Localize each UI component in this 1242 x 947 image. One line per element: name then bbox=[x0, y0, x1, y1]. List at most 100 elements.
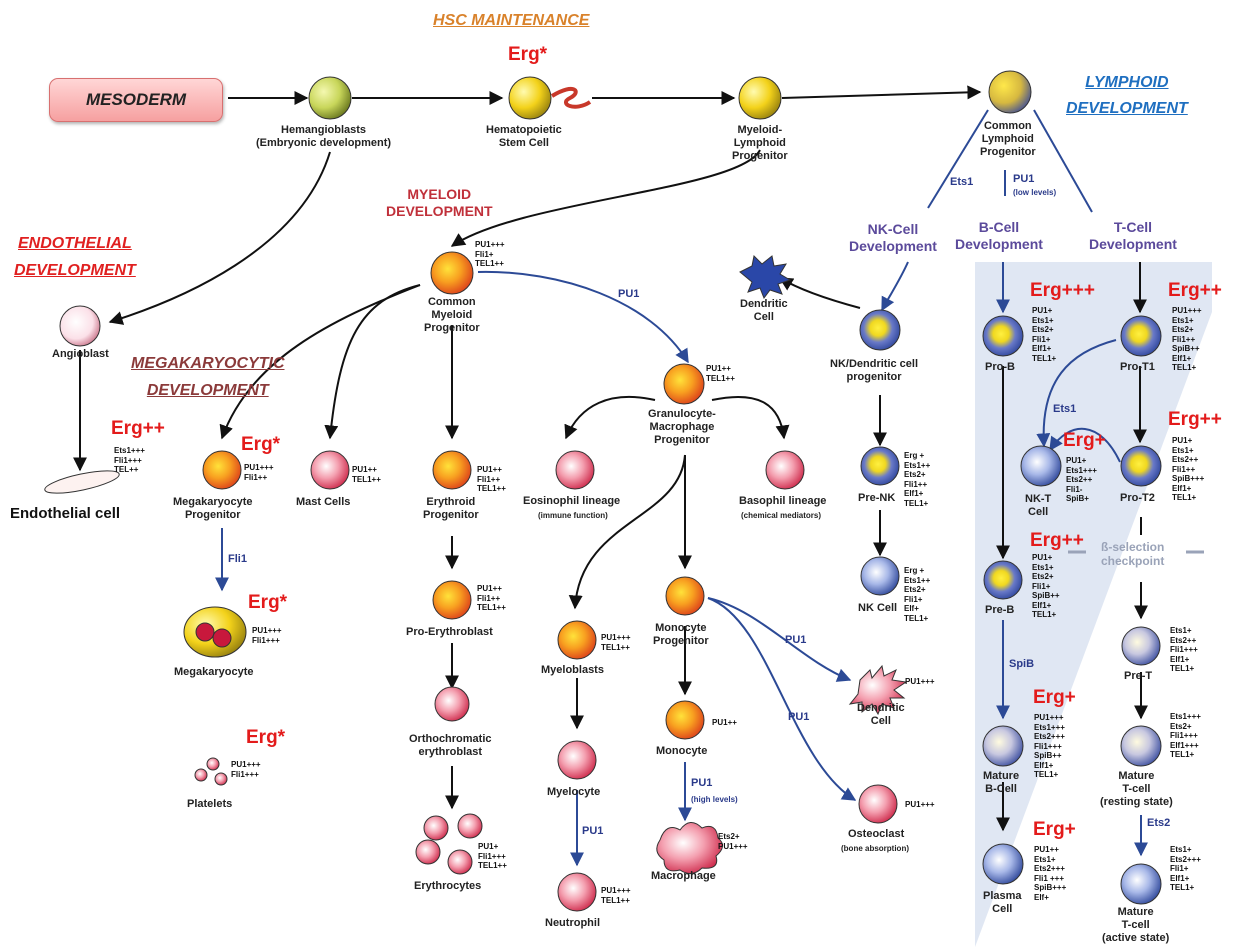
erythrocyte-4 bbox=[447, 849, 473, 875]
prot2-label: Pro-T2 bbox=[1120, 492, 1155, 504]
prob-label: Pro-B bbox=[985, 361, 1015, 373]
neutrophil-label: Neutrophil bbox=[545, 917, 600, 929]
markers-monocyte: PU1++ bbox=[712, 718, 737, 727]
megakaryocyte-nucleus-1 bbox=[195, 622, 215, 642]
hsc-maintenance-header: HSC MAINTENANCE bbox=[433, 12, 590, 29]
markers-gmp: PU1++ TEL1++ bbox=[706, 364, 735, 383]
markers-proerythro: PU1++ Fli1++ TEL1++ bbox=[477, 584, 506, 612]
platelet-1 bbox=[206, 757, 220, 771]
basophil-sublabel: (chemical mediators) bbox=[741, 511, 822, 520]
eosinophil-cell bbox=[555, 450, 595, 490]
markers-preb: PU1+ Ets1+ Ets2+ Fli1+ SpiB++ Elf1+ TEL1… bbox=[1032, 553, 1060, 619]
erythrocytes-label: Erythrocytes bbox=[414, 880, 482, 892]
markers-dendritic-mid: PU1+++ bbox=[905, 677, 935, 686]
prot2-cell bbox=[1120, 445, 1162, 487]
erg-mkp: Erg* bbox=[241, 434, 281, 455]
markers-cmp: PU1+++ Fli1+ TEL1++ bbox=[475, 240, 505, 268]
nkdc-label: NK/Dendritic cell progenitor bbox=[830, 358, 919, 383]
factor-pu1-osteoclast: PU1 bbox=[788, 711, 810, 723]
pret-label: Pre-T bbox=[1124, 670, 1153, 682]
mesoderm-box: MESODERM bbox=[49, 78, 223, 122]
osteoclast-sublabel: (bone absorption) bbox=[841, 844, 909, 853]
osteoclast-label: Osteoclast bbox=[848, 828, 905, 840]
monocyte-label: Monocyte bbox=[656, 745, 708, 757]
matureb-cell bbox=[982, 725, 1024, 767]
markers-matt-rest: Ets1+++ Ets2+ Fli1+++ Elf1+++ TEL1+ bbox=[1170, 712, 1201, 759]
nkcell-cell bbox=[860, 556, 900, 596]
endothelial-label: Endothelial cell bbox=[10, 505, 121, 522]
matt-active-cell bbox=[1120, 863, 1162, 905]
markers-prot2: PU1+ Ets1+ Ets2++ Fli1++ SpiB+++ Elf1+ T… bbox=[1172, 436, 1205, 502]
matureb-label: Mature B-Cell bbox=[983, 770, 1020, 795]
mkp-label: Megakaryocyte Progenitor bbox=[173, 496, 253, 521]
monoprog-label: Monocyte Progenitor bbox=[653, 622, 709, 647]
markers-nkcell: Erg + Ets1++ Ets2+ Fli1+ Elf+ TEL1+ bbox=[904, 566, 931, 623]
factor-ets1-top: Ets1 bbox=[950, 176, 974, 188]
dendritic-top-cell bbox=[739, 254, 792, 300]
prenk-cell bbox=[860, 446, 900, 486]
markers-megakaryocyte: PU1+++ Fli1+++ bbox=[252, 626, 282, 645]
macrophage-label: Macrophage bbox=[651, 870, 716, 882]
basophil-label: Basophil lineage bbox=[739, 495, 827, 507]
markers-neutrophil: PU1+++ TEL1++ bbox=[601, 886, 631, 905]
markers-erythroid: PU1++ Fli1++ TEL1++ bbox=[477, 465, 506, 493]
mast-label: Mast Cells bbox=[296, 496, 351, 508]
hemangioblast-cell bbox=[308, 76, 352, 120]
markers-platelets: PU1+++ Fli1+++ bbox=[231, 760, 261, 779]
erg-nkt: Erg+ bbox=[1063, 430, 1106, 451]
erythrocyte-2 bbox=[457, 813, 483, 839]
erg-hsc: Erg* bbox=[508, 44, 548, 65]
bcell-development-header: B-Cell Development bbox=[955, 219, 1043, 252]
myelocyte-cell bbox=[557, 740, 597, 780]
factor-pu1-dendritic: PU1 bbox=[785, 634, 807, 646]
erg-prot1: Erg++ bbox=[1168, 280, 1222, 301]
platelet-2 bbox=[194, 768, 208, 782]
erythroid-cell bbox=[432, 450, 472, 490]
erg-plasma: Erg+ bbox=[1033, 819, 1076, 840]
erg-platelets: Erg* bbox=[246, 727, 286, 748]
myeloid-development-header: MYELOID DEVELOPMENT bbox=[386, 186, 493, 219]
angioblast-cell bbox=[59, 305, 101, 347]
dendritic-mid-label: Dendritic Cell bbox=[857, 702, 905, 727]
plasma-label: Plasma Cell bbox=[983, 890, 1022, 915]
factor-pu1-clp-sub: (low levels) bbox=[1013, 188, 1057, 197]
markers-prob: PU1+ Ets1+ Ets2+ Fli1+ Elf1+ TEL1+ bbox=[1032, 306, 1057, 363]
lymphoid-development-header: LYMPHOID DEVELOPMENT bbox=[1066, 74, 1188, 117]
mlp-cell bbox=[738, 76, 782, 120]
preb-cell bbox=[983, 560, 1023, 600]
dendritic-mid-cell bbox=[848, 664, 908, 716]
factor-pu1-neutrophil: PU1 bbox=[582, 825, 604, 837]
markers-prot1: PU1+++ Ets1+ Ets2+ Fli1++ SpiB++ Elf1+ T… bbox=[1172, 306, 1202, 372]
matt-rest-cell bbox=[1120, 725, 1162, 767]
hsc-label: Hematopoietic Stem Cell bbox=[486, 124, 562, 149]
megakaryocyte-nucleus-2 bbox=[212, 628, 232, 648]
markers-matt-active: Ets1+ Ets2+++ Fli1+ Elf1+ TEL1+ bbox=[1170, 845, 1201, 892]
monoprog-cell bbox=[665, 576, 705, 616]
platelets-label: Platelets bbox=[187, 798, 233, 810]
erythroid-label: Erythroid Progenitor bbox=[423, 496, 479, 521]
macrophage-cell bbox=[656, 822, 723, 874]
factor-arrows bbox=[215, 261, 1148, 867]
myeloblast-cell bbox=[557, 620, 597, 660]
cmp-label: Common Myeloid Progenitor bbox=[424, 296, 480, 334]
factor-pu1-macrophage: PU1 bbox=[691, 777, 713, 789]
hemangioblasts-label: Hemangioblasts (Embryonic development) bbox=[256, 124, 392, 149]
prot1-cell bbox=[1120, 315, 1162, 357]
markers-endothelial: Ets1+++ Fli1+++ TEL++ bbox=[114, 446, 145, 474]
proerythro-label: Pro-Erythroblast bbox=[406, 626, 493, 638]
angioblast-label: Angioblast bbox=[52, 348, 109, 360]
lineage-arrows bbox=[73, 85, 1148, 832]
markers-plasma: PU1++ Ets1+ Ets2+++ Fli1 +++ SpiB+++ Elf… bbox=[1034, 845, 1067, 902]
markers-mast: PU1++ TEL1++ bbox=[352, 465, 381, 484]
dendritic-top-label: Dendritic Cell bbox=[740, 298, 788, 323]
prenk-label: Pre-NK bbox=[858, 492, 896, 504]
nkdc-cell bbox=[859, 309, 901, 351]
orthochromatic-label: Orthochromatic erythroblast bbox=[409, 733, 492, 758]
hsc-cell bbox=[508, 76, 552, 120]
eosinophil-label: Eosinophil lineage bbox=[523, 495, 621, 507]
erg-prob: Erg+++ bbox=[1030, 280, 1095, 301]
mast-cell bbox=[310, 450, 350, 490]
platelet-3 bbox=[214, 772, 228, 786]
plasma-cell bbox=[982, 843, 1024, 885]
